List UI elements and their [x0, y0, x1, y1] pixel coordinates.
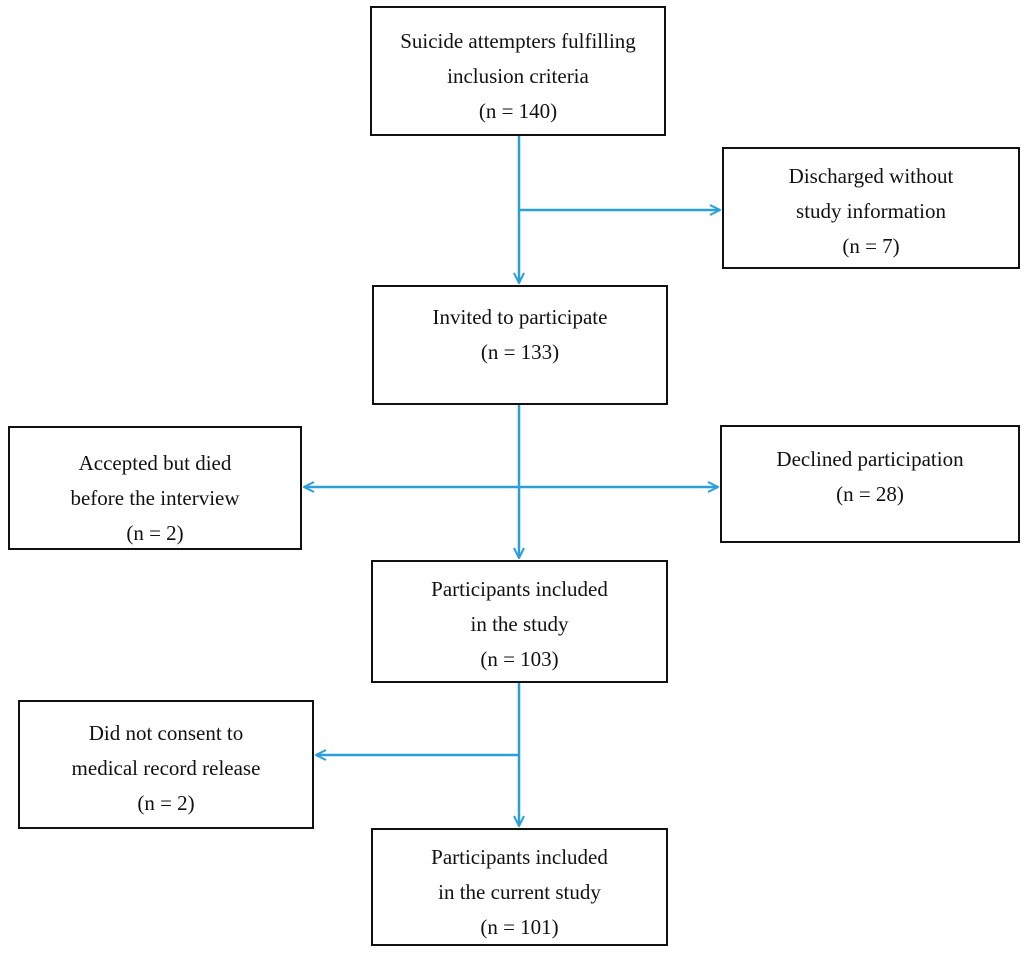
box-current-study: Participants included in the current stu… — [371, 828, 668, 946]
box-count: (n = 7) — [842, 234, 900, 258]
box-text: medical record release — [71, 756, 261, 780]
box-count: (n = 28) — [836, 482, 904, 506]
box-text: inclusion criteria — [447, 64, 589, 88]
box-suicide-attempters: Suicide attempters fulfilling inclusion … — [370, 6, 666, 136]
box-no-consent: Did not consent to medical record releas… — [18, 700, 314, 829]
box-text: Accepted but died — [78, 451, 232, 475]
box-text: Suicide attempters fulfilling — [400, 29, 636, 53]
box-text: in the study — [470, 612, 569, 636]
box-text: Discharged without — [788, 164, 954, 188]
box-text: before the interview — [70, 486, 240, 510]
box-text: Declined participation — [776, 447, 964, 471]
box-accepted-but-died: Accepted but died before the interview (… — [8, 426, 302, 550]
box-count: (n = 2) — [137, 791, 195, 815]
box-discharged: Discharged without study information (n … — [722, 147, 1020, 269]
box-invited: Invited to participate (n = 133) — [372, 285, 668, 405]
box-declined: Declined participation (n = 28) — [720, 425, 1020, 543]
box-count: (n = 103) — [480, 647, 559, 671]
box-count: (n = 101) — [480, 915, 559, 939]
box-text: Participants included — [431, 845, 608, 869]
box-participants-included: Participants included in the study (n = … — [371, 560, 668, 683]
box-text: study information — [796, 199, 946, 223]
box-count: (n = 133) — [480, 340, 560, 364]
box-text: in the current study — [438, 880, 601, 904]
box-text: Participants included — [431, 577, 608, 601]
box-count: (n = 140) — [478, 99, 558, 123]
box-text: Invited to participate — [432, 305, 608, 329]
box-text: Did not consent to — [88, 721, 244, 745]
box-count: (n = 2) — [126, 521, 184, 545]
